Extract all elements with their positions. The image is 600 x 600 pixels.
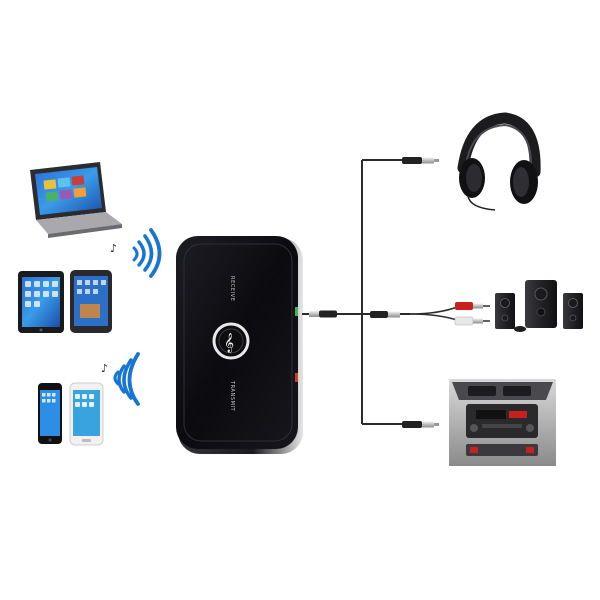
smartphone-icon xyxy=(38,383,62,444)
audio-jack-icon xyxy=(402,157,439,164)
audio-jack-icon xyxy=(370,311,400,318)
bluetooth-wave-icon: ♪ xyxy=(110,228,162,278)
laptop-icon xyxy=(30,162,122,238)
receive-label: RECEIVE xyxy=(229,276,235,302)
bluetooth-transceiver: RECEIVE TRANSMIT 𝄞 xyxy=(176,236,303,454)
bluetooth-wave-icon: ♪ xyxy=(101,352,140,406)
headphones-icon xyxy=(457,112,541,211)
transmit-indicator xyxy=(295,373,298,382)
music-note-icon[interactable]: 𝄞 xyxy=(212,322,250,360)
audio-jack-icon xyxy=(402,421,439,428)
tablet-icon xyxy=(70,270,112,333)
speaker-system-icon xyxy=(495,280,583,332)
audio-cable-splitter xyxy=(302,159,410,425)
receive-indicator xyxy=(295,307,298,316)
transmit-label: TRANSMIT xyxy=(229,380,235,412)
svg-text:♪: ♪ xyxy=(110,242,117,255)
svg-text:♪: ♪ xyxy=(101,362,108,375)
car-stereo-icon xyxy=(449,379,556,466)
tablet-icon xyxy=(18,271,64,333)
svg-text:𝄞: 𝄞 xyxy=(224,333,234,353)
smartphone-icon xyxy=(69,382,104,446)
audio-jack-icon xyxy=(309,310,337,318)
rca-connector xyxy=(409,302,490,326)
